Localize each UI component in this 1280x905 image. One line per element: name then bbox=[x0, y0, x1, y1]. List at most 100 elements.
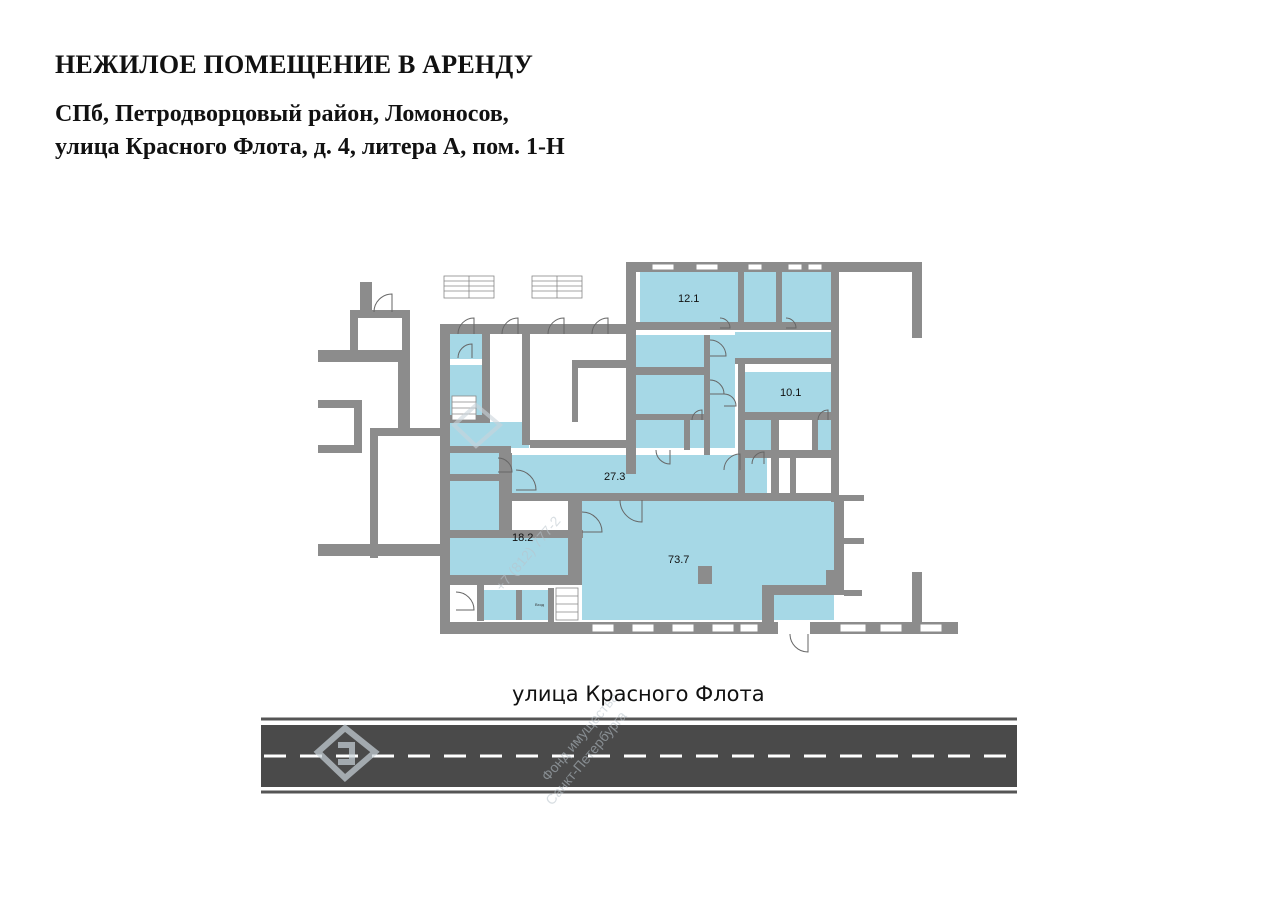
wall bbox=[572, 360, 578, 422]
windows bbox=[591, 263, 943, 633]
wall bbox=[572, 360, 634, 368]
wall bbox=[449, 474, 511, 481]
room-73-7-label: 73.7 bbox=[668, 554, 689, 566]
wall bbox=[440, 324, 635, 334]
street-name: улица Красного Флота bbox=[512, 682, 765, 706]
wall bbox=[360, 282, 372, 314]
room-12-1-fill bbox=[640, 272, 738, 322]
wall bbox=[318, 350, 410, 362]
wall bbox=[912, 262, 922, 338]
wall bbox=[912, 330, 922, 338]
window bbox=[807, 263, 823, 271]
room-18-2-fill bbox=[449, 538, 569, 575]
window bbox=[695, 263, 719, 271]
door-swing bbox=[457, 317, 475, 335]
watermark-logo-icon-2 bbox=[451, 402, 504, 449]
window bbox=[839, 623, 867, 633]
door-swing bbox=[581, 511, 603, 533]
room-left-2 bbox=[636, 375, 704, 415]
door-swing bbox=[501, 317, 519, 335]
room-south-1 bbox=[484, 590, 516, 620]
wall bbox=[370, 428, 448, 436]
wall bbox=[745, 450, 835, 458]
room-west-4 bbox=[449, 452, 499, 474]
door-swing bbox=[719, 317, 731, 329]
room-27-3-label: 27.3 bbox=[604, 471, 625, 483]
wall bbox=[370, 428, 378, 558]
wall bbox=[812, 420, 818, 450]
window bbox=[631, 623, 655, 633]
room-west-1 bbox=[449, 333, 483, 359]
door-swing bbox=[515, 469, 537, 491]
window bbox=[879, 623, 903, 633]
door-swing bbox=[751, 451, 765, 465]
wall bbox=[318, 445, 362, 453]
wall bbox=[449, 446, 511, 453]
wall bbox=[516, 590, 522, 620]
wall bbox=[790, 458, 796, 496]
window bbox=[711, 623, 735, 633]
wall bbox=[844, 538, 864, 544]
wall bbox=[636, 414, 704, 420]
wall bbox=[834, 495, 844, 575]
wall bbox=[776, 272, 782, 328]
wall bbox=[636, 322, 832, 330]
wall bbox=[318, 400, 362, 408]
door-swing bbox=[655, 449, 671, 465]
door-swing bbox=[373, 293, 393, 313]
page-title: НЕЖИЛОЕ ПОМЕЩЕНИЕ В АРЕНДУ bbox=[55, 50, 533, 79]
wall bbox=[548, 588, 554, 622]
wall bbox=[440, 324, 450, 634]
wall bbox=[398, 350, 410, 430]
wall bbox=[482, 333, 490, 423]
rooms-fill bbox=[449, 272, 834, 620]
room-south-2 bbox=[522, 590, 548, 620]
wall bbox=[350, 310, 410, 318]
wall bbox=[449, 530, 583, 538]
door-swing bbox=[547, 317, 565, 335]
room-corridor-top bbox=[735, 332, 832, 358]
door-swing bbox=[709, 339, 727, 357]
room-small-1 bbox=[744, 272, 776, 322]
wall bbox=[354, 400, 362, 452]
wall bbox=[738, 364, 745, 496]
wall bbox=[522, 333, 530, 445]
road bbox=[261, 717, 1017, 794]
wall bbox=[762, 585, 844, 595]
wall bbox=[830, 262, 922, 272]
window bbox=[651, 263, 675, 271]
door-swing bbox=[691, 409, 703, 421]
wall bbox=[831, 262, 839, 502]
room-right-2 bbox=[745, 458, 767, 494]
door-swing bbox=[785, 317, 797, 329]
wall bbox=[477, 585, 484, 621]
window bbox=[747, 263, 763, 271]
walls bbox=[318, 262, 958, 634]
wall bbox=[444, 622, 579, 634]
room-10-1-fill bbox=[745, 372, 831, 412]
watermark-logo-icon bbox=[313, 724, 380, 783]
wall bbox=[350, 310, 358, 355]
door-swing bbox=[497, 457, 513, 473]
wall bbox=[568, 500, 582, 578]
room-right-1 bbox=[745, 420, 771, 450]
room-left-3 bbox=[636, 420, 684, 448]
wall bbox=[449, 575, 582, 585]
wall bbox=[626, 262, 846, 272]
wall bbox=[684, 420, 690, 450]
address-line-1: СПб, Петродворцовый район, Ломоносов, bbox=[55, 101, 509, 127]
room-west-5 bbox=[449, 480, 499, 530]
wall bbox=[745, 412, 833, 420]
room-left-1 bbox=[636, 335, 704, 367]
address-line-2: улица Красного Флота, д. 4, литера А, по… bbox=[55, 134, 565, 160]
room-73-7-fill bbox=[582, 500, 834, 620]
window bbox=[787, 263, 803, 271]
wall bbox=[505, 493, 835, 501]
room-pillar bbox=[698, 566, 712, 584]
room-small-2 bbox=[782, 272, 832, 322]
stairs bbox=[443, 275, 583, 621]
wall bbox=[912, 572, 922, 632]
door-swing bbox=[723, 453, 741, 471]
wall bbox=[735, 358, 835, 364]
door-swing bbox=[455, 591, 475, 611]
